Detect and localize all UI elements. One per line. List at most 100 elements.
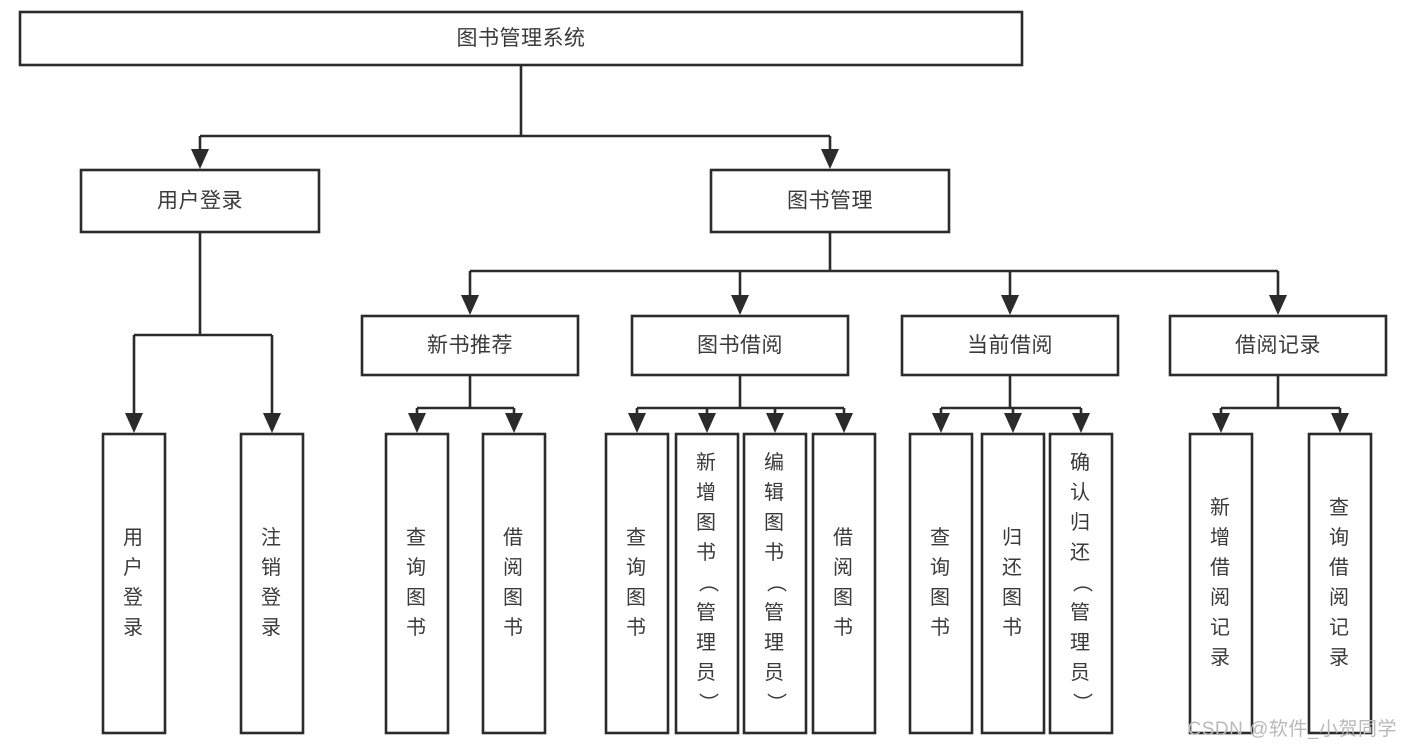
- node-book-borrow[interactable]: 图书借阅: [630, 314, 850, 377]
- node-leaf-add-record-char: 增: [1210, 526, 1232, 549]
- node-leaf-add-book-char: 书: [696, 541, 718, 564]
- node-leaf-borrow-book-2-char: 图: [833, 587, 855, 609]
- arrow-head-icon: [505, 413, 523, 433]
- arrow-head-icon: [1212, 413, 1230, 433]
- arrow-head-icon: [461, 295, 479, 315]
- node-leaf-borrow-book-2-box: [811, 432, 877, 735]
- node-leaf-query-book-1-box: [384, 432, 450, 735]
- node-leaf-query-book-3-char: 询: [930, 556, 952, 579]
- node-leaf-add-record-char: 记: [1210, 616, 1232, 639]
- node-book-manage-label: 图书管理: [787, 190, 873, 213]
- arrow-head-icon: [1331, 413, 1349, 433]
- arrow-head-icon: [191, 149, 209, 169]
- node-leaf-confirm-return-char: （: [1071, 573, 1094, 595]
- node-leaf-query-record-char: 记: [1329, 616, 1351, 639]
- node-leaf-return-book-char: 图: [1002, 587, 1024, 609]
- node-leaf-query-book-3-char: 查: [930, 526, 952, 549]
- node-leaf-confirm-return-char: 还: [1070, 541, 1092, 564]
- node-user-login-box: [79, 168, 321, 234]
- node-leaf-user-login[interactable]: 用户登录: [101, 432, 167, 735]
- node-leaf-query-record-char: 录: [1329, 647, 1351, 669]
- arrow-head-icon: [835, 413, 853, 433]
- arrow-head-icon: [698, 413, 716, 433]
- node-leaf-confirm-return-char: 理: [1070, 632, 1092, 654]
- node-leaf-user-login-char: 户: [123, 556, 145, 579]
- node-leaf-query-record-char: 阅: [1329, 586, 1351, 609]
- node-boxes: 图书管理系统用户登录图书管理新书推荐图书借阅当前借阅借阅记录用户登录注销登录查询…: [18, 10, 1388, 735]
- node-leaf-user-login-box: [101, 432, 167, 735]
- arrow-head-icon: [731, 295, 749, 315]
- node-borrow-record-box: [1168, 314, 1388, 377]
- node-current-borrow[interactable]: 当前借阅: [900, 314, 1120, 377]
- node-leaf-borrow-book-2-char: 阅: [833, 556, 855, 579]
- node-leaf-user-logout-char: 录: [261, 617, 283, 639]
- node-new-book-recommend[interactable]: 新书推荐: [360, 314, 580, 377]
- node-leaf-add-record-char: 录: [1210, 647, 1232, 669]
- node-user-login[interactable]: 用户登录: [79, 168, 321, 234]
- node-leaf-borrow-book-1-box: [481, 432, 547, 735]
- node-leaf-add-record-char: 借: [1210, 556, 1232, 579]
- node-leaf-return-book-char: 书: [1002, 616, 1024, 639]
- arrow-head-icon: [932, 413, 950, 433]
- node-leaf-query-book-2-char: 图: [626, 587, 648, 609]
- node-leaf-query-record-char: 询: [1329, 526, 1351, 549]
- node-leaf-query-book-2-char: 询: [626, 556, 648, 579]
- node-leaf-query-book-3-box: [908, 432, 974, 735]
- node-leaf-add-book-char: 员: [696, 662, 718, 684]
- arrow-head-icon: [1001, 295, 1019, 315]
- node-borrow-record[interactable]: 借阅记录: [1168, 314, 1388, 377]
- node-leaf-edit-book-char: 编: [764, 451, 786, 474]
- node-leaf-query-book-2-char: 书: [626, 616, 648, 639]
- node-leaf-user-logout-char: 登: [261, 586, 283, 609]
- node-leaf-edit-book-char: 图: [764, 512, 786, 534]
- node-leaf-edit-book-char: 员: [764, 662, 786, 684]
- node-leaf-edit-book-char: 理: [764, 632, 786, 654]
- node-leaf-borrow-book-1-char: 书: [503, 616, 525, 639]
- node-book-manage[interactable]: 图书管理: [709, 168, 951, 234]
- csdn-watermark: CSDN @软件_小贺同学: [1187, 719, 1397, 740]
- connector-lines: [125, 65, 1349, 433]
- node-leaf-query-book-1-char: 书: [406, 616, 428, 639]
- node-leaf-add-book-char: （: [697, 573, 720, 595]
- node-new-book-recommend-box: [360, 314, 580, 377]
- arrow-head-icon: [628, 413, 646, 433]
- node-leaf-query-book-1-char: 查: [406, 526, 428, 549]
- node-leaf-return-book-char: 还: [1002, 556, 1024, 579]
- arrow-head-icon: [766, 413, 784, 433]
- node-leaf-confirm-return-box: [1048, 432, 1114, 735]
- node-leaf-borrow-book-1-char: 阅: [503, 556, 525, 579]
- node-leaf-user-logout-box: [239, 432, 305, 735]
- arrow-head-icon: [125, 413, 143, 433]
- node-leaf-confirm-return-char: 员: [1070, 662, 1092, 684]
- node-leaf-add-record-char: 新: [1210, 496, 1232, 519]
- node-leaf-query-book-1-char: 图: [406, 587, 428, 609]
- node-leaf-edit-book-box: [742, 432, 808, 735]
- node-borrow-record-label: 借阅记录: [1235, 334, 1321, 357]
- node-root-system[interactable]: 图书管理系统: [18, 10, 1024, 67]
- node-leaf-confirm-return-char: 归: [1070, 511, 1092, 534]
- arrow-head-icon: [821, 149, 839, 169]
- node-leaf-borrow-book-2-char: 书: [833, 616, 855, 639]
- node-leaf-return-book-char: 归: [1002, 526, 1024, 549]
- node-leaf-borrow-book-1-char: 借: [503, 526, 525, 549]
- node-leaf-confirm-return-char: ）: [1071, 693, 1094, 715]
- node-leaf-user-logout-char: 销: [261, 556, 283, 579]
- node-leaf-add-book-char: ）: [697, 693, 720, 715]
- node-leaf-user-logout-char: 注: [261, 526, 283, 549]
- node-root-system-box: [18, 10, 1024, 67]
- node-leaf-query-book-1-char: 询: [406, 556, 428, 579]
- node-leaf-user-login-char: 录: [123, 617, 145, 639]
